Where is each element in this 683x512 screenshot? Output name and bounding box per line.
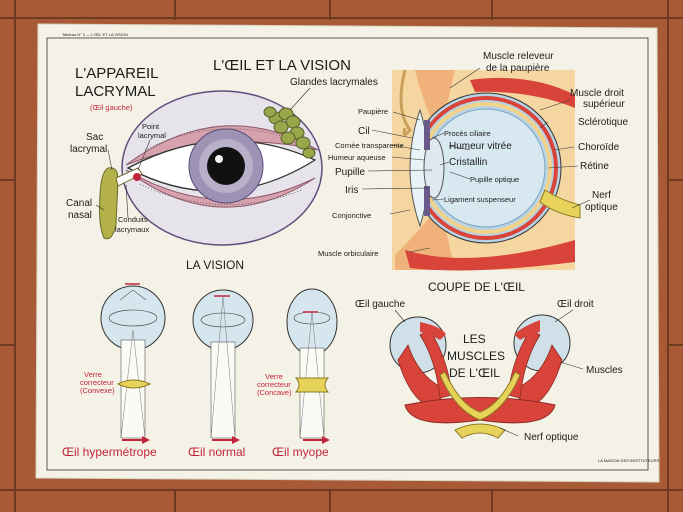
footer-publisher: LA MAISON DES INSTITUTEURS: [598, 458, 659, 463]
apparatus-subtitle: (Œil gauche): [90, 103, 133, 112]
label-conduits-1: Conduits: [118, 215, 148, 224]
label-cornee: Cornée transparente: [335, 141, 404, 150]
pupil-circle: [207, 147, 245, 185]
label-pupille-optique: Pupille optique: [470, 175, 519, 184]
label-nerf-2: optique: [585, 202, 618, 213]
muscles-title-3: DE L'ŒIL: [449, 366, 500, 380]
label-conduits-2: lacrymaux: [115, 225, 149, 234]
label-droit-superieur-2: supérieur: [583, 99, 625, 110]
label-convexe-2: correcteur: [80, 378, 114, 387]
label-proces-ciliaire: Procès ciliaire: [444, 129, 491, 138]
label-concave-2: correcteur: [257, 380, 291, 389]
label-pupille: Pupille: [335, 167, 365, 178]
label-glandes-lacrymales: Glandes lacrymales: [290, 77, 378, 88]
label-sac-lacrymal-2: lacrymal: [70, 144, 107, 155]
label-canal-nasal-1: Canal: [66, 198, 92, 209]
muscle-leader-lines: [394, 309, 584, 437]
label-humeur-aqueuse: Humeur aqueuse: [328, 153, 386, 162]
label-nerf-optique: Nerf optique: [524, 432, 579, 443]
normal-eye-diagram: [192, 289, 254, 444]
label-point-lacrymal-1: Point: [142, 122, 160, 131]
label-orbiculaire: Muscle orbiculaire: [318, 249, 378, 258]
label-sac-lacrymal-1: Sac: [86, 132, 103, 143]
label-conjonctive: Conjonctive: [332, 211, 371, 220]
label-nerf-1: Nerf: [592, 190, 611, 201]
lacrimal-glands-illustration: [263, 106, 316, 159]
label-choroide: Choroïde: [578, 142, 620, 153]
label-convexe-3: (Convexe): [80, 386, 115, 395]
label-normal: Œil normal: [188, 445, 245, 459]
muscles-title-2: MUSCLES: [447, 349, 505, 363]
muscles-title-1: LES: [463, 332, 486, 346]
label-iris: Iris: [345, 185, 358, 196]
label-ligament: Ligament suspenseur: [444, 195, 516, 204]
section-title: COUPE DE L'ŒIL: [428, 280, 525, 294]
label-oeil-gauche: Œil gauche: [355, 299, 405, 310]
tear-duct-illustration: [99, 167, 143, 240]
label-cil: Cil: [358, 126, 370, 137]
label-convexe-1: Verre: [84, 370, 102, 379]
vision-title: LA VISION: [186, 258, 244, 272]
label-releveur-1: Muscle releveur: [483, 51, 554, 62]
cross-section-illustration: [392, 69, 581, 271]
myopic-eye-diagram: [286, 288, 338, 444]
label-sclerotique: Sclérotique: [578, 117, 628, 128]
poster-border: [46, 37, 649, 471]
label-myope: Œil myope: [272, 445, 329, 459]
hyperopic-eye-diagram: [100, 283, 166, 444]
main-title: L'ŒIL ET LA VISION: [213, 57, 351, 74]
section-leader-lines: [361, 67, 591, 253]
label-oeil-droit: Œil droit: [557, 299, 594, 310]
label-concave-3: (Concave): [257, 388, 292, 397]
label-paupiere: Paupière: [358, 107, 388, 116]
lacrimal-leader-lines: [95, 87, 311, 219]
label-concave-1: Verre: [265, 372, 283, 381]
label-humeur-vitree: Humeur vitrée: [449, 141, 512, 152]
label-droit-superieur-1: Muscle droit: [570, 88, 624, 99]
header-code: Tableau N° 3 — L'ŒIL ET LA VISION: [62, 32, 128, 37]
label-releveur-2: de la paupière: [486, 63, 550, 74]
apparatus-title-2: LACRYMAL: [75, 83, 156, 100]
eye-muscles-illustration: [389, 314, 571, 439]
label-muscles: Muscles: [586, 365, 623, 376]
apparatus-title-1: L'APPAREIL: [75, 65, 158, 82]
label-hypermetrope: Œil hypermétrope: [62, 445, 157, 459]
label-retine: Rétine: [580, 161, 609, 172]
label-canal-nasal-2: nasal: [68, 210, 92, 221]
lacrimal-eye-illustration: [121, 90, 323, 246]
label-cristallin: Cristallin: [449, 157, 487, 168]
label-point-lacrymal-2: lacrymal: [138, 131, 166, 140]
